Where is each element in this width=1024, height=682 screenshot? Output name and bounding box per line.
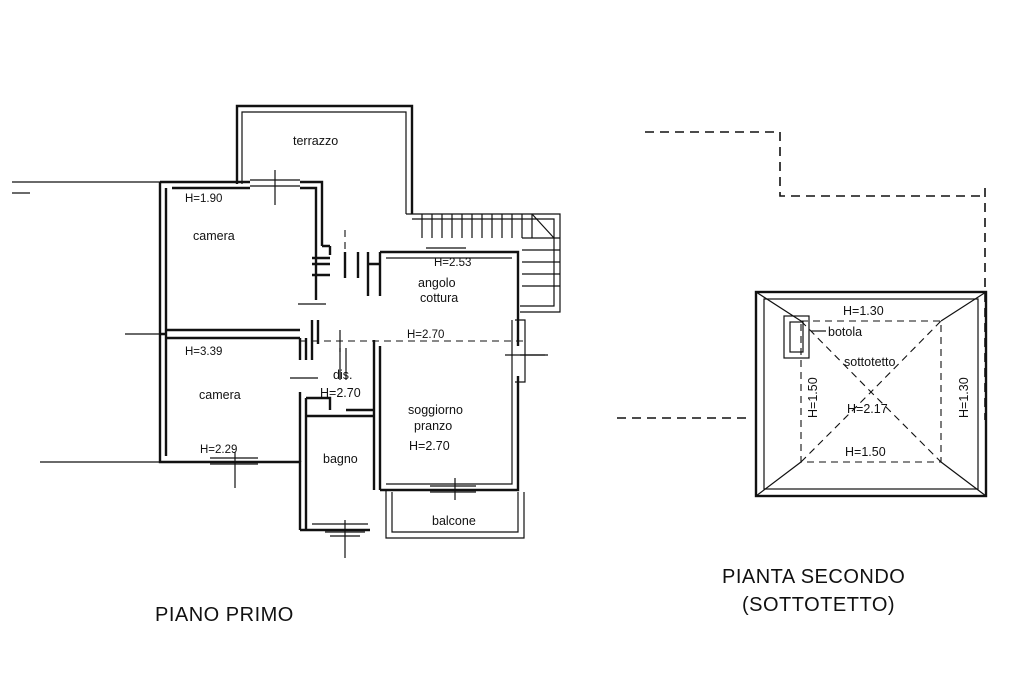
room-label-dis: dis. [333, 368, 352, 382]
outer-wall-left [158, 182, 302, 530]
attic-height-bottom: H=1.50 [845, 445, 886, 459]
external-stairs [406, 213, 561, 313]
inner-wall-top [172, 186, 318, 250]
roof-corner-diagonals [755, 291, 987, 497]
height-dis: H=2.70 [320, 386, 361, 400]
window-camera-top [250, 170, 300, 205]
window-living-right [505, 319, 545, 383]
roof-inner-frame [763, 298, 979, 490]
height-soggiorno: H=2.70 [409, 439, 450, 453]
corridor-walls [312, 244, 332, 300]
living-inner-wall [386, 320, 513, 485]
room-label-bagno: bagno [323, 452, 358, 466]
height-bottom: H=2.29 [200, 444, 237, 456]
middle-partition [298, 320, 320, 360]
bagno-walls [298, 392, 374, 532]
height-camera-top: H=1.90 [185, 193, 222, 205]
attic-label-botola: botola [828, 325, 862, 339]
roof-outer-frame [754, 290, 988, 498]
outer-wall-top [160, 180, 324, 246]
plan-title-pianta-secondo: PIANTA SECONDO [722, 566, 905, 588]
living-wall-right [380, 312, 520, 492]
door-swing-mid [290, 348, 347, 380]
terrace-inner-wall [241, 111, 407, 214]
attic-label-sottotetto: sottotetto [844, 355, 895, 369]
room-label-balcone: balcone [432, 514, 476, 528]
attic-height-left: H=1.50 [806, 377, 820, 418]
plan-title-sottotetto: (SOTTOTETTO) [742, 594, 895, 616]
balcony-railing [385, 490, 525, 539]
botola-hatch [783, 315, 810, 359]
terrace-outer-wall [235, 104, 414, 214]
extension-lines [12, 181, 160, 463]
outer-wall-left-inner [160, 188, 300, 456]
pianta-secondo-plan [617, 131, 988, 498]
roof-dashed-ridges [800, 320, 942, 463]
roof-dashed-perimeter [800, 320, 942, 463]
room-label-pranzo: pranzo [414, 419, 452, 433]
room-label-soggiorno: soggiorno [408, 403, 463, 417]
attic-height-center: H=2.17 [847, 402, 888, 416]
living-wall-left [372, 340, 382, 490]
kitchen-wall-top [380, 250, 520, 312]
kitchen-inner-top [386, 247, 512, 259]
room-label-terrazzo: terrazzo [293, 134, 338, 148]
dashed-outline-top [645, 131, 985, 197]
room-label-camera-bottom: camera [199, 388, 241, 402]
wardrobe-walls [343, 252, 382, 296]
height-camera-bottom: H=3.39 [185, 346, 222, 358]
botola-hatch-inner [789, 321, 804, 353]
attic-height-right: H=1.30 [957, 377, 971, 418]
window-bagno [312, 520, 368, 558]
height-central: H=2.70 [407, 329, 444, 341]
window-camera-bottom [210, 452, 258, 488]
piano-primo-plan [12, 104, 561, 558]
window-balcony [430, 478, 476, 500]
room-label-cottura: cottura [420, 291, 458, 305]
height-angolo: H=2.53 [434, 257, 471, 269]
room-label-camera-top: camera [193, 229, 235, 243]
plan-title-piano-primo: PIANO PRIMO [155, 604, 294, 626]
window-marks [339, 330, 548, 356]
attic-height-top: H=1.30 [843, 304, 884, 318]
room-label-angolo: angolo [418, 276, 456, 290]
